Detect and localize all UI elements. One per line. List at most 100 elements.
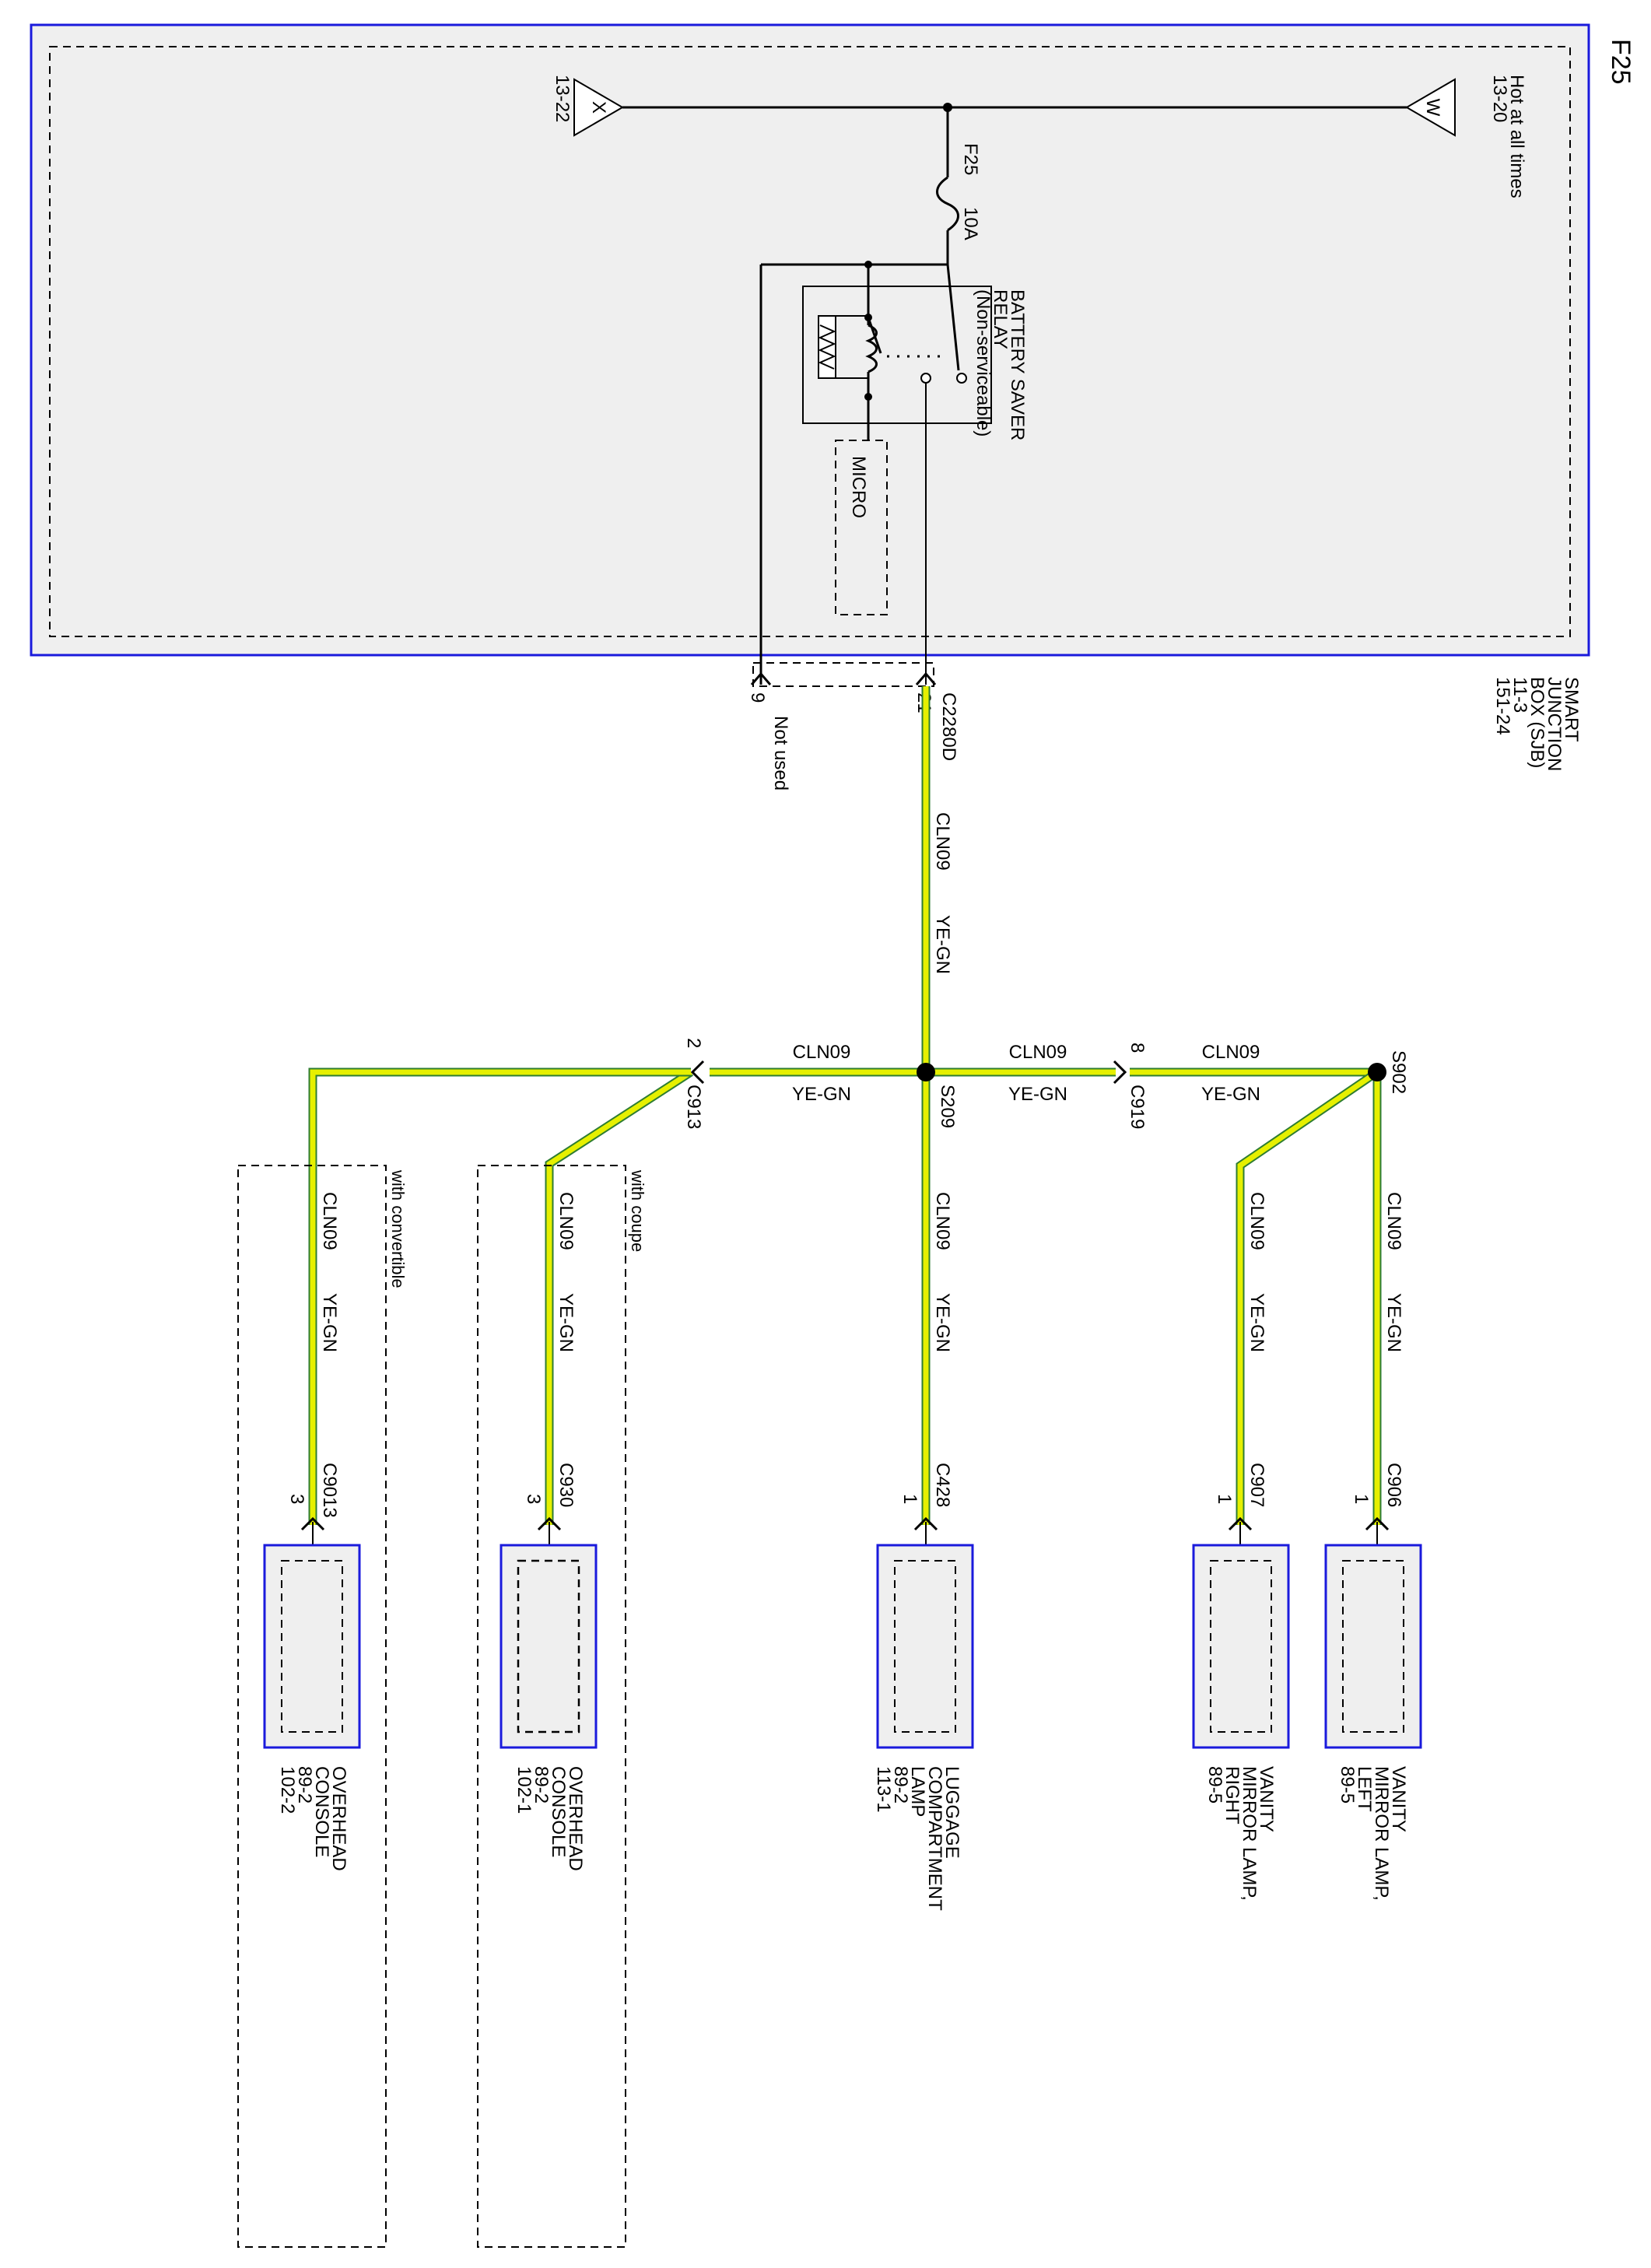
wire-circuit-label: CLN09 [932,812,953,871]
c913-name: C913 [683,1085,704,1129]
component-vanity-mirror-lamp-right: 1 C907 VANITY MIRROR LAMP, RIGHT 89-5 [1192,1463,1290,1901]
convertible-option-label-group: with convertible [388,1169,408,1288]
component-box [500,1544,598,1749]
battery-saver-relay-box [802,286,992,424]
not-used-label: Not used [770,716,791,790]
convertible-option-region [237,1165,387,2248]
c919-pin-group: 8 [1127,1043,1148,1053]
component-label-line: VANITY [1388,1766,1409,1832]
c9013-wire-color-group: YE-GN [319,1293,340,1352]
splice-s209-label-group: S209 [937,1085,958,1128]
supply-output-ref-group: 13-22 [552,75,573,122]
relay-label-line: (Non-serviceable) [973,289,994,436]
wire-harness [308,686,1382,1525]
branch-wire-labels: CLN09 YE-GN CLN09 YE-GN CLN09 YE-GN CLN0… [319,1192,1404,1352]
relay-label-line: BATTERY SAVER [1007,289,1028,440]
c907-wire-color-group: YE-GN [1246,1293,1267,1352]
component-label: OVERHEAD CONSOLE 89-2 102-2 [277,1766,349,1871]
c906-wire-circuit-group: CLN09 [1383,1192,1404,1250]
splice-s902-label-group: S902 [1388,1050,1409,1094]
supply-input-marker [1405,78,1456,137]
c2280d-pin21-symbol [915,671,937,685]
micro-label: MICRO [848,456,869,518]
smart-junction-box-inner-boundary [49,46,1571,637]
component-connector-outline [1342,1560,1404,1733]
connector-name-group: C906 [1383,1463,1404,1507]
wire-color-label: YE-GN [792,1084,851,1105]
component-label-line: MIRROR LAMP, [1371,1766,1392,1901]
component-box [263,1544,361,1749]
relay-label-line: RELAY [990,289,1011,349]
wire-circuit-label: CLN09 [1246,1192,1267,1250]
smart-junction-box-outline [30,23,1590,657]
wire-s902-to-c907-fill [1237,1070,1379,1525]
micro-module-box [835,440,888,615]
supply-output-letter: X [588,101,609,114]
c919-connector-symbol [1113,1060,1127,1085]
connector-name-group: C907 [1246,1463,1267,1507]
relay-output-contact [920,373,931,384]
component-label-line: 113-1 [873,1766,894,1813]
fuse-symbol [936,176,959,232]
connector-name: C906 [1383,1463,1404,1507]
wire-color-label: YE-GN [319,1293,340,1352]
component-overhead-console-convertible: 3 C9013 OVERHEAD CONSOLE 89-2 102-2 [263,1463,361,1871]
supply-output-marker [573,78,624,137]
c2280d-pin9-symbol [750,671,772,685]
connector-pin-number: 1 [899,1494,920,1504]
component-label-line: 102-1 [514,1766,535,1814]
c930-wire-circuit-group: CLN09 [556,1192,577,1250]
convertible-option-label: with convertible [388,1169,408,1288]
trunk-color-group: YE-GN [932,915,953,974]
relay-resistor-zigzag [818,324,836,370]
component-label-line: 89-5 [1337,1766,1358,1804]
component-luggage-compartment-lamp: 1 C428 LUGGAGE COMPARTMENT LAMP 89-2 113… [873,1463,974,1911]
splice-s902-label: S902 [1388,1050,1409,1094]
wire-c913-to-c9013-fill [310,1069,691,1525]
sjb-label: SMART JUNCTION BOX (SJB) 11-3 151-24 [1492,677,1582,771]
supply-label-line: Hot at all times [1506,75,1527,198]
c913-name-group: C913 [683,1085,704,1129]
supply-input-letter-group: W [1422,99,1443,117]
wire-c913-to-c930-fill [546,1070,692,1525]
component-label-line: 89-5 [1204,1766,1225,1804]
connector-pin-number-group: 1 [1214,1494,1235,1504]
connector-pin-symbol [537,1516,562,1531]
c2280d-connector-outline [752,662,934,687]
component-connector-outline [517,1559,580,1733]
c2280d-name: C2280D [938,692,959,761]
splice-s902 [1368,1063,1386,1081]
c2280d-pin9-group: 9 [747,692,768,703]
fuse-name-group: F25 [960,143,981,175]
component-label-line: LUGGAGE [941,1766,962,1859]
coupe-option-label: with coupe [628,1169,647,1252]
c930-wire-color-group: YE-GN [556,1293,577,1352]
connector-pin-number: 1 [1214,1494,1235,1504]
supply-label: Hot at all times 13-20 [1489,75,1527,198]
connector-pin-number-group: 1 [899,1494,920,1504]
connector-pin-symbol [1365,1516,1390,1531]
sjb-label-line: SMART [1561,677,1582,742]
component-label-line: RIGHT [1222,1766,1243,1825]
component-label: VANITY MIRROR LAMP, LEFT 89-5 [1337,1766,1409,1901]
component-label-line: OVERHEAD [565,1766,586,1871]
c9013-wire-circuit-group: CLN09 [319,1192,340,1250]
page-label-text: F25 [1606,39,1635,85]
wire-circuit-label: CLN09 [319,1192,340,1250]
c428-wire-circuit-group: CLN09 [932,1192,953,1250]
component-connector-outline [894,1560,956,1733]
c907-wire-circuit-group: CLN09 [1246,1192,1267,1250]
connector-pin-symbol [300,1516,325,1531]
trunk-circuit-group: CLN09 [932,812,953,871]
component-overhead-console-coupe: 3 C930 OVERHEAD CONSOLE 89-2 102-1 [500,1463,598,1871]
connector-pin-number-group: 1 [1351,1494,1372,1504]
splice-s209 [917,1063,935,1081]
component-connector-outline [1210,1560,1272,1733]
supply-output-letter-group: X [588,101,609,114]
component-label: OVERHEAD CONSOLE 89-2 102-1 [514,1766,586,1871]
connector-pin-symbol [913,1516,938,1531]
fuse-name: F25 [960,143,981,175]
coupe-option-label-group: with coupe [628,1169,647,1252]
coupe-option-region [477,1165,626,2248]
